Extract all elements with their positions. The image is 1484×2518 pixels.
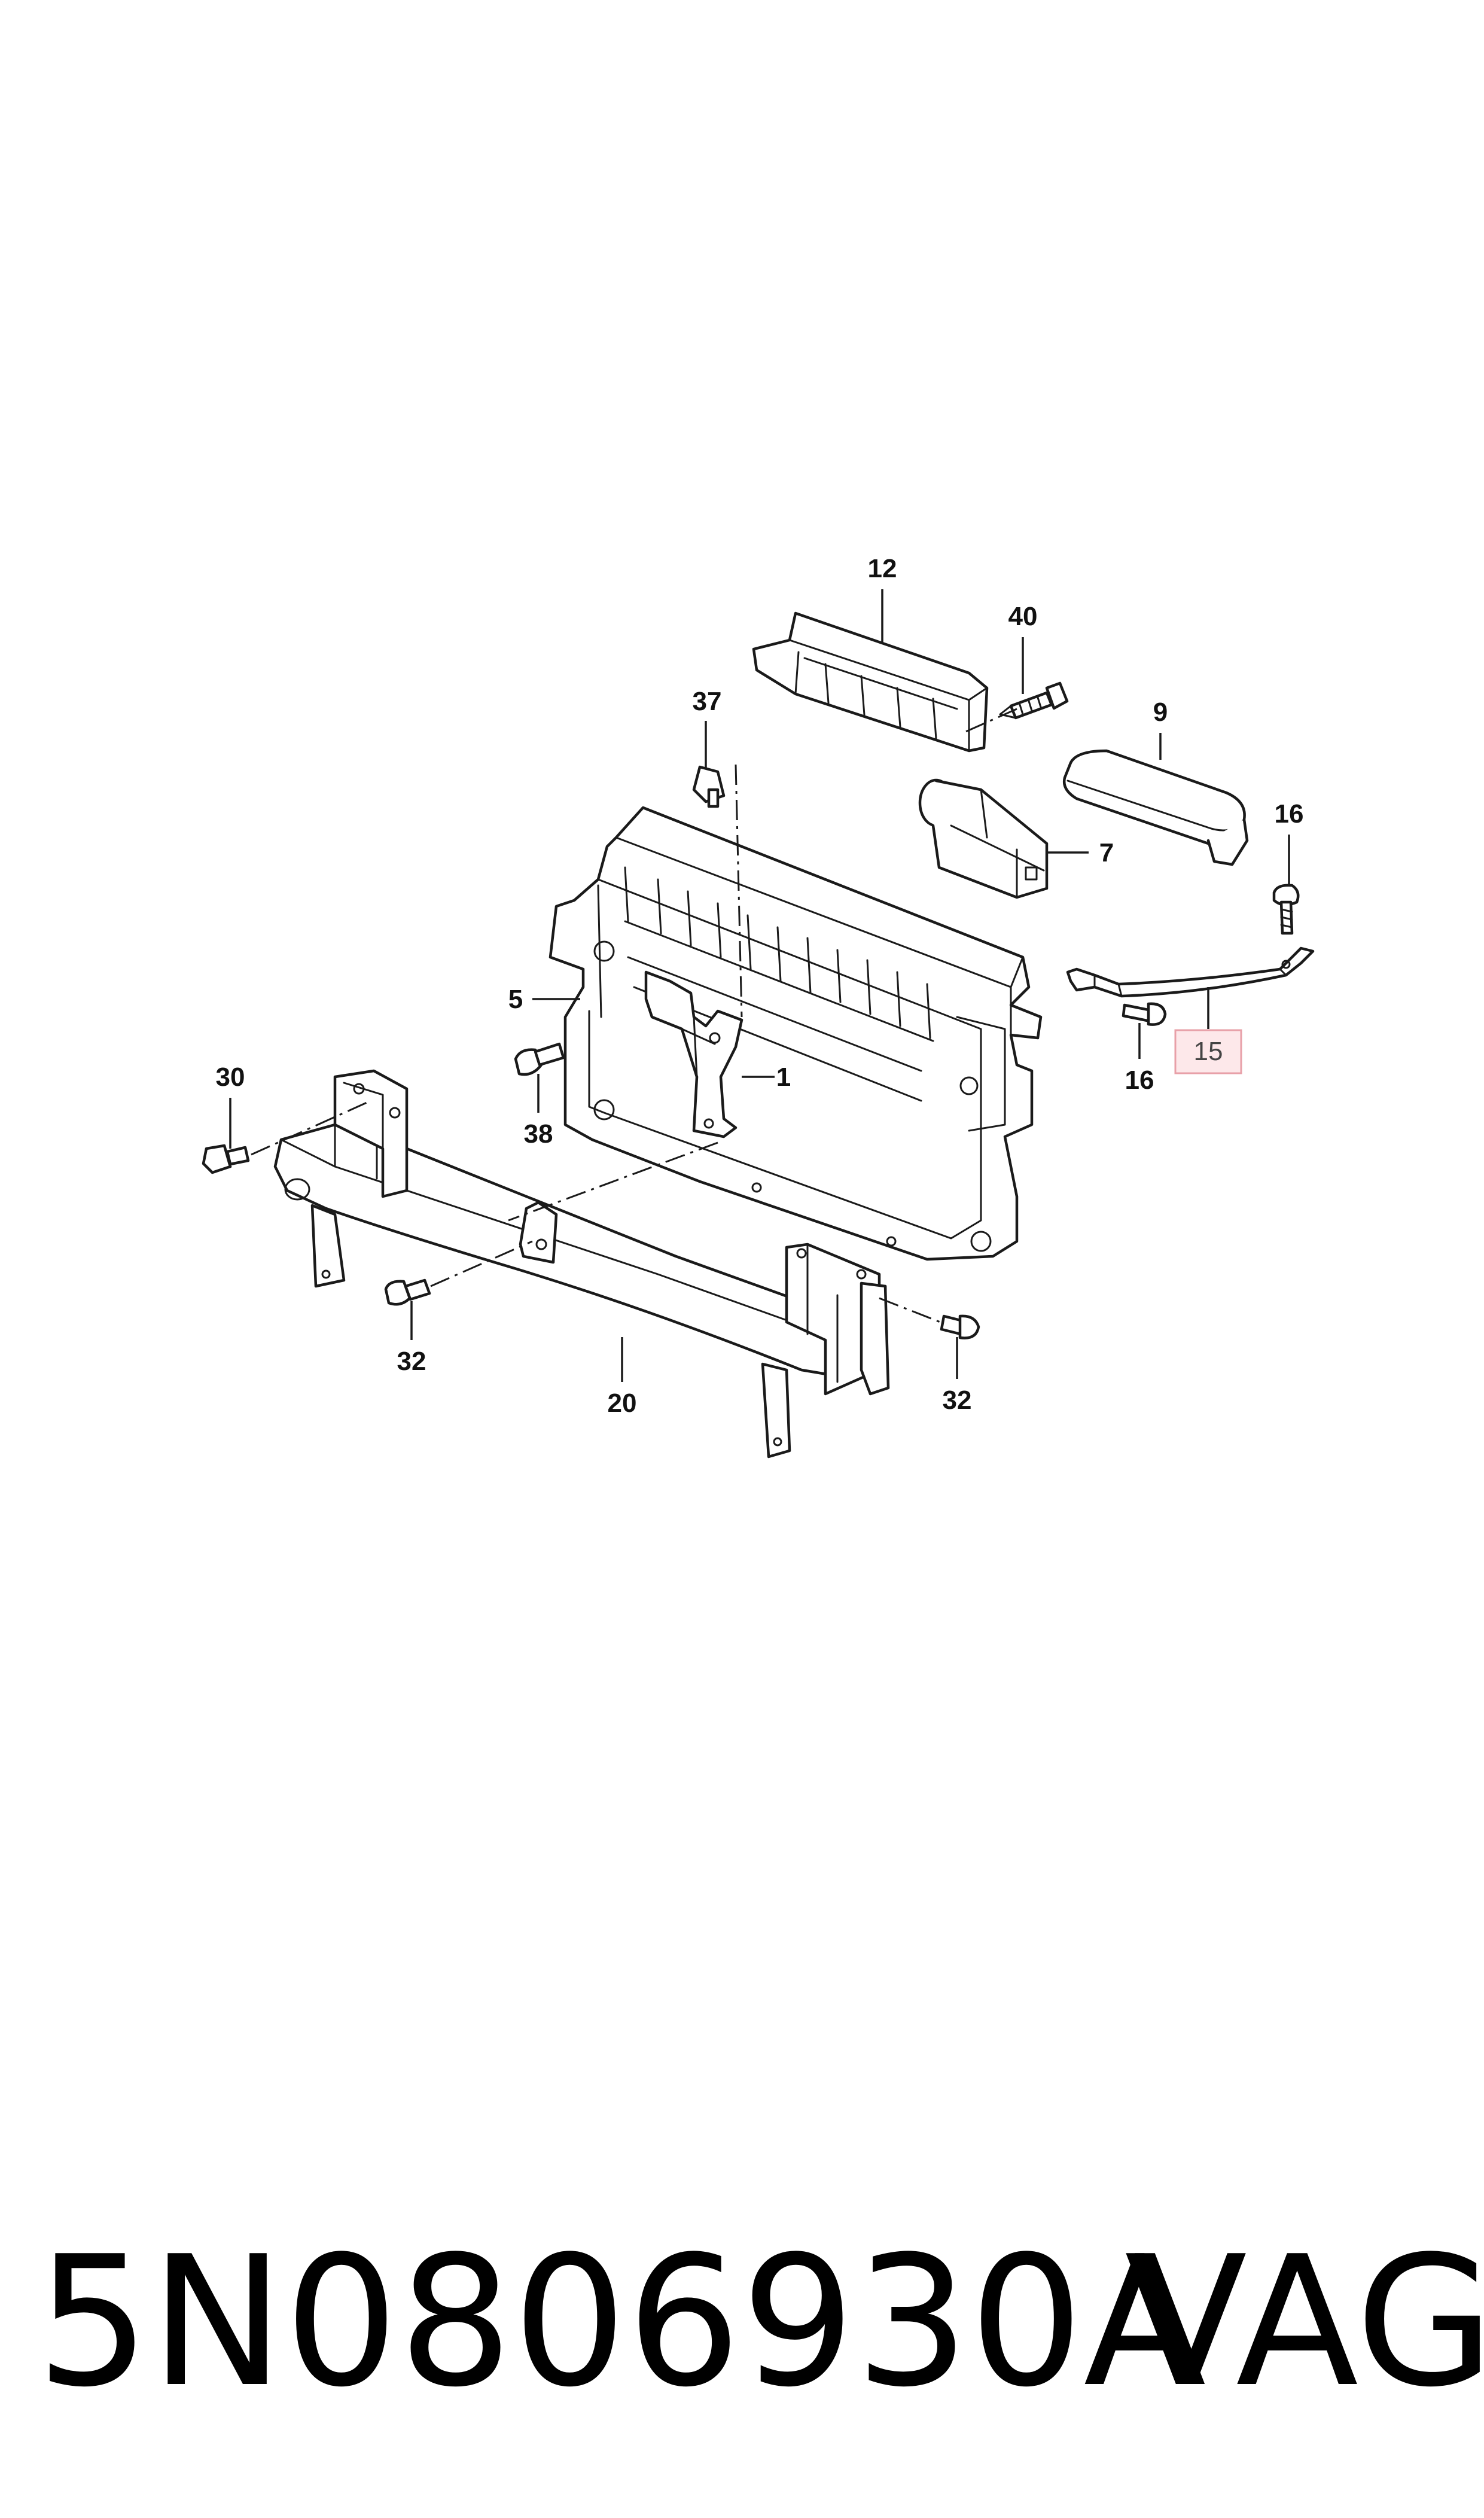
assembly-lines (251, 708, 1017, 1323)
part-30-screw (202, 1144, 250, 1174)
part-16-screw-bottom (1122, 1002, 1167, 1026)
part-40-screw (999, 681, 1069, 720)
callout-37: 37 (693, 687, 722, 716)
callout-32-left: 32 (397, 1347, 426, 1376)
part-32-screw-right (940, 1314, 980, 1339)
callout-7: 7 (1099, 838, 1114, 867)
part-number: 5N0806930A (36, 2218, 1207, 2426)
callout-15: 15 (1194, 1037, 1223, 1066)
brand-name: VAG (1125, 2218, 1484, 2426)
callout-labels: 12 40 37 9 16 7 5 1 38 15 16 30 32 20 32 (216, 554, 1304, 1418)
part-32-screw-left (384, 1278, 431, 1306)
part-12-upper-cover (752, 611, 989, 753)
callout-1: 1 (776, 1062, 791, 1092)
leader-lines (229, 589, 1290, 1382)
highlight-box-15 (1174, 1029, 1242, 1074)
callout-30: 30 (216, 1062, 245, 1092)
callout-9: 9 (1153, 698, 1168, 727)
callout-38: 38 (524, 1119, 553, 1149)
part-7-air-guide (918, 778, 1049, 899)
callout-40: 40 (1008, 602, 1038, 631)
callout-16-bottom: 16 (1125, 1065, 1154, 1095)
callout-16-top: 16 (1275, 799, 1304, 829)
part-1-bracket (644, 970, 743, 1138)
callout-20: 20 (608, 1389, 637, 1418)
part-9-air-duct (1062, 749, 1249, 866)
part-20-crossmember (273, 1069, 890, 1459)
part-5-front-carrier (548, 806, 1043, 1261)
part-37-screw (692, 765, 726, 808)
part-38-screw (514, 1042, 565, 1076)
callout-32-right: 32 (943, 1386, 972, 1415)
callout-12: 12 (868, 554, 897, 583)
callout-5: 5 (508, 985, 523, 1014)
part-15-support-strap (1066, 946, 1315, 998)
part-16-screw-top (1272, 884, 1300, 935)
